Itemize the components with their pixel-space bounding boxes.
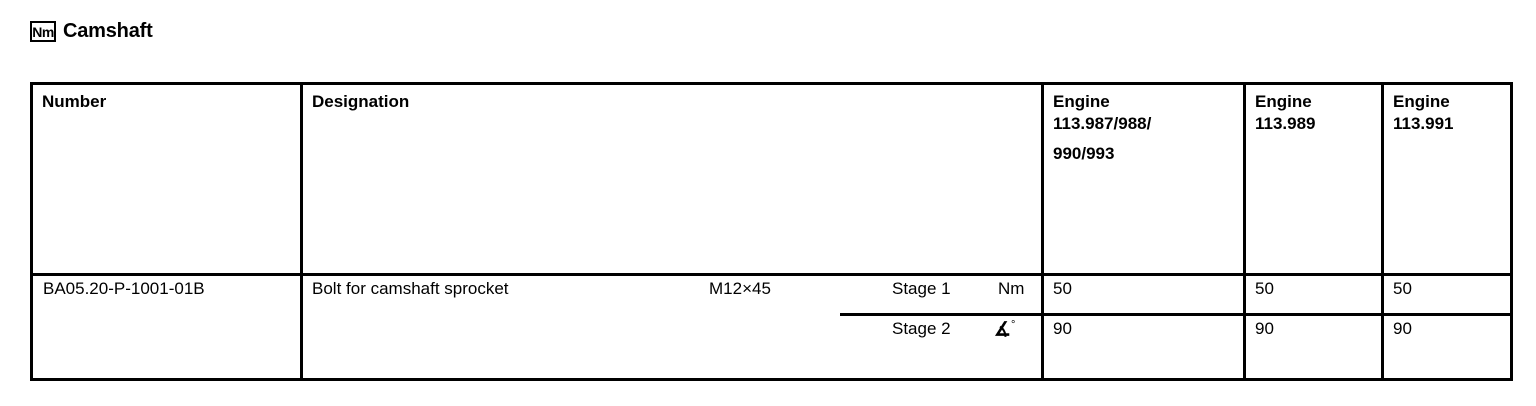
column-header-number: Number — [42, 92, 107, 111]
column-divider-engine-b-engine-c — [1381, 85, 1384, 378]
cell-stage-1-engine-a-value: 50 — [1053, 279, 1072, 298]
cell-part-number: BA05.20-P-1001-01B — [43, 279, 205, 298]
cell-stage-1-engine-c-value: 50 — [1393, 279, 1412, 298]
column-header-engine-b-line1: Engine — [1255, 92, 1312, 111]
cell-stage-2-unit: ∡° — [994, 315, 1015, 340]
header-row-divider — [33, 273, 1510, 276]
cell-bolt-size: M12×45 — [709, 279, 771, 298]
column-header-engine-c-line2: 113.991 — [1393, 114, 1454, 133]
cell-stage-2-label: Stage 2 — [892, 319, 951, 338]
cell-stage-1-engine-b-value: 50 — [1255, 279, 1274, 298]
column-divider-designation-engine-a — [1041, 85, 1044, 378]
column-divider-engine-a-engine-b — [1243, 85, 1246, 378]
column-header-engine-b: Engine 113.989 — [1255, 91, 1316, 135]
cell-stage-1-unit: Nm — [998, 279, 1025, 298]
column-header-engine-a-line2: 113.987/988/ — [1053, 114, 1152, 133]
document-title-row: Nm Camshaft — [30, 20, 153, 43]
column-header-engine-c-line1: Engine — [1393, 92, 1450, 111]
cell-stage-1-label: Stage 1 — [892, 279, 951, 298]
column-header-engine-a-line3: 990/993 — [1053, 144, 1115, 163]
column-divider-number-designation — [300, 85, 303, 378]
newton-meter-badge-icon: Nm — [30, 21, 56, 42]
angle-glyph: ∡ — [994, 319, 1012, 341]
cell-stage-2-engine-a-value: 90 — [1053, 319, 1072, 338]
cell-stage-2-engine-c-value: 90 — [1393, 319, 1412, 338]
page-title: Camshaft — [63, 20, 153, 42]
stage-row-divider — [840, 313, 1510, 316]
torque-specification-table: Number Designation Engine 113.987/988/ 9… — [30, 82, 1513, 381]
angle-degree-icon: ∡° — [994, 315, 1015, 340]
degree-glyph: ° — [1011, 319, 1016, 331]
cell-stage-2-engine-b-value: 90 — [1255, 319, 1274, 338]
cell-designation: Bolt for camshaft sprocket — [312, 279, 509, 298]
column-header-designation: Designation — [312, 92, 410, 111]
column-header-engine-a-line1: Engine — [1053, 92, 1110, 111]
column-header-engine-c: Engine 113.991 — [1393, 91, 1454, 135]
column-header-engine-b-line2: 113.989 — [1255, 114, 1316, 133]
column-header-engine-a: Engine 113.987/988/ 990/993 — [1053, 91, 1151, 165]
